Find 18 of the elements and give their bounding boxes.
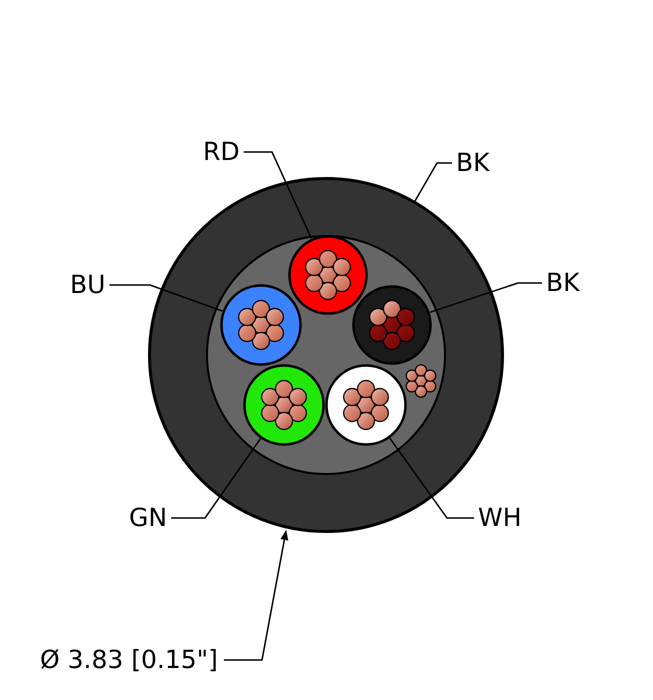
insulated-conductor [352,285,432,365]
wire-color-label: BU [70,270,106,300]
leader-line [389,438,474,519]
insulated-conductor [288,235,368,315]
wire-color-label: GN [129,503,168,533]
insulated-conductor [325,364,407,446]
leader-line [244,151,312,239]
leader-line [430,282,542,314]
leader-line [414,162,452,202]
insulated-conductor [220,284,302,366]
insulated-conductor [243,364,325,446]
wire-color-label: BK [456,148,490,178]
leader-line [109,284,223,312]
dimension-label: Ø 3.83 [0.15"] [40,645,218,675]
leader-line [171,438,262,519]
wire-color-label: BK [546,268,580,298]
wire-color-label: WH [478,503,522,533]
wire-color-label: RD [203,137,240,167]
